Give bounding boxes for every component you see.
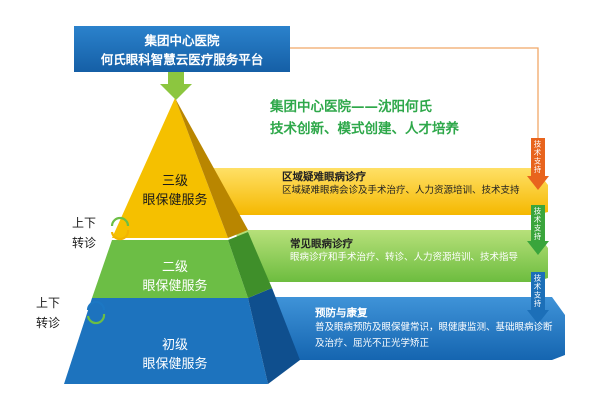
band-2-body: 眼病诊疗和手术治疗、转诊、人力资源培训、技术指导 — [290, 252, 519, 263]
down-arrow — [160, 72, 192, 100]
band-2-title: 常见眼病诊疗 — [290, 238, 353, 250]
support-tag-2: 技术支持 — [533, 207, 542, 241]
header-box — [74, 26, 290, 72]
slogan-line2: 技术创新、模式创建、人才培养 — [270, 121, 459, 137]
tier-middle-side — [228, 232, 272, 298]
tier-base-level: 初级 — [161, 338, 188, 353]
referral-cycle-upper-icon — [110, 216, 130, 241]
tier-middle-level: 二级 — [161, 260, 188, 275]
referral-cycle-lower-icon — [86, 300, 106, 325]
tier-top-side — [175, 98, 248, 238]
referral-lower-line1: 上下 — [35, 296, 60, 310]
tier-middle-front — [92, 240, 248, 298]
header-title-line1: 集团中心医院 — [144, 33, 220, 48]
support-tag-1: 技术支持 — [533, 140, 542, 174]
referral-upper-line2: 转诊 — [71, 236, 96, 250]
band-3-title: 预防与康复 — [315, 307, 368, 319]
tier-top-level: 三级 — [161, 174, 188, 189]
header-title-line2: 何氏眼科智慧云医疗服务平台 — [100, 52, 264, 67]
support-arrow-3 — [527, 272, 549, 324]
slogan-line1: 集团中心医院——沈阳何氏 — [270, 99, 432, 115]
tier-base-name: 眼保健服务 — [142, 357, 208, 372]
band-1-body: 区域疑难眼病会诊及手术治疗、人力资源培训、技术支持 — [282, 185, 520, 196]
tier-middle-name: 眼保健服务 — [142, 279, 208, 294]
referral-upper-line1: 上下 — [71, 216, 96, 230]
connector-line — [288, 47, 539, 150]
support-arrow-2 — [527, 205, 549, 255]
support-tag-3: 技术支持 — [533, 274, 542, 308]
band-blue — [255, 297, 565, 360]
tier-base-side — [248, 288, 300, 384]
band-yellow — [205, 168, 548, 215]
tier-top-name: 眼保健服务 — [142, 193, 208, 208]
support-arrow-1 — [527, 138, 549, 190]
band-green — [235, 230, 548, 282]
tier-base-front — [64, 298, 268, 384]
band-3-body: 普及眼病预防及眼保健常识，眼健康监测、基础眼病诊断及治疗、屈光不正光学矫正 — [315, 322, 553, 349]
referral-lower-line2: 转诊 — [35, 316, 60, 330]
tier-top-front — [112, 98, 228, 238]
band-1-title: 区域疑难眼病诊疗 — [282, 171, 366, 183]
